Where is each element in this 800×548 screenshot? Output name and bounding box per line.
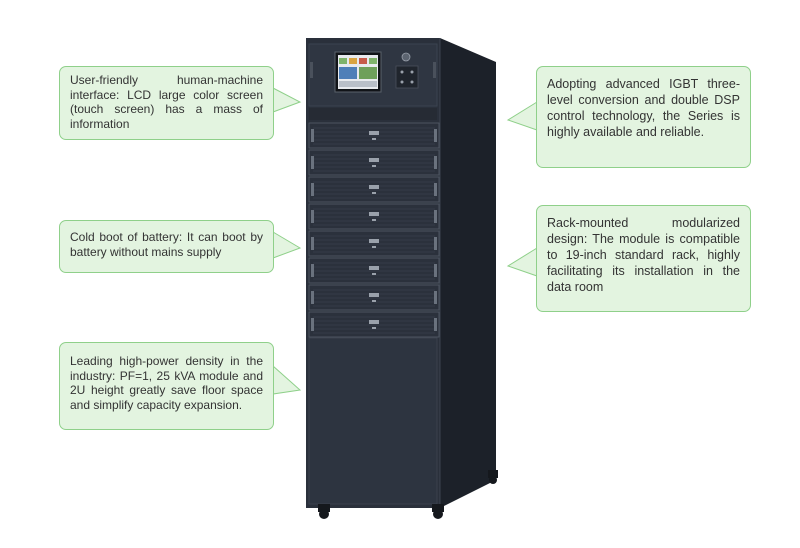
- callout-rack: Rack-mounted modularized design: The mod…: [536, 205, 751, 312]
- callout-power-density-text: Leading high-power density in the indust…: [70, 354, 263, 412]
- callout-power-density: Leading high-power density in the indust…: [59, 342, 274, 430]
- callout-rack-text: Rack-mounted modularized design: The mod…: [547, 216, 740, 294]
- power-module-icon: [308, 311, 440, 338]
- right-handle: [433, 62, 436, 78]
- power-module-icon: [308, 176, 440, 203]
- callout-igbt-text: Adopting advanced IGBT three-level conve…: [547, 77, 740, 139]
- callout-hmi: User-friendly human-machine interface: L…: [59, 66, 274, 140]
- power-module-icon: [308, 203, 440, 230]
- cabinet-lower-door: [308, 337, 438, 505]
- power-module-stack: [308, 122, 440, 338]
- left-handle: [310, 62, 313, 78]
- power-module-icon: [308, 149, 440, 176]
- power-module-icon: [308, 284, 440, 311]
- callout-cold-boot: Cold boot of battery: It can boot by bat…: [59, 220, 274, 273]
- power-module-icon: [308, 230, 440, 257]
- vent-strip: [309, 108, 437, 120]
- caster-wheel-icon: [318, 470, 498, 519]
- callout-hmi-text: User-friendly human-machine interface: L…: [70, 73, 263, 131]
- power-module-icon: [308, 122, 440, 149]
- callout-cold-boot-text: Cold boot of battery: It can boot by bat…: [70, 230, 263, 259]
- lcd-touch-screen-icon: [334, 51, 382, 93]
- power-module-icon: [308, 257, 440, 284]
- callout-igbt: Adopting advanced IGBT three-level conve…: [536, 66, 751, 168]
- power-button-icon: [401, 52, 411, 62]
- cabinet-side-panel: [440, 38, 496, 508]
